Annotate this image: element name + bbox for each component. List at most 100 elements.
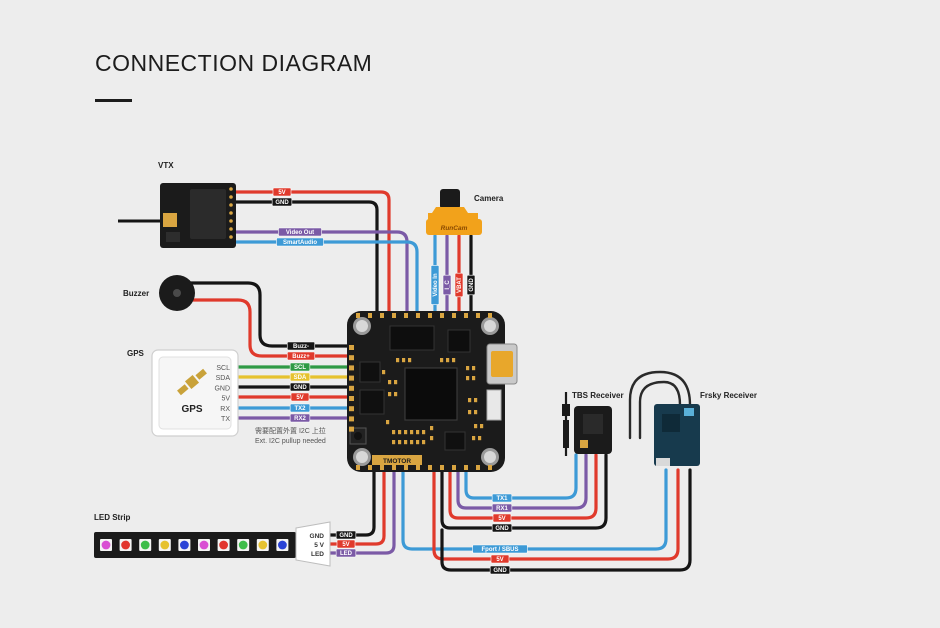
fc-smd-component (474, 410, 478, 415)
led-pixel-light (180, 540, 189, 550)
gps-pin-scl: SCL (216, 365, 230, 372)
camera: RunCam (426, 189, 482, 235)
wire-tag-led-5v: 5V (336, 539, 356, 549)
gps-logo-text: GPS (181, 404, 202, 415)
fc-pad (464, 313, 468, 318)
fc-pad (440, 465, 444, 470)
camera-label: Camera (474, 194, 504, 203)
fc-smd-component (404, 430, 408, 435)
fc-smd-component (446, 358, 450, 363)
fc-pad (349, 365, 354, 371)
wire-tag-vtx-video: Video Out (278, 227, 322, 237)
svg-text:Video In: Video In (433, 273, 439, 297)
wire-tag-frsky-5v: 5V (490, 554, 510, 564)
wire-tbs-tx1 (464, 453, 578, 500)
fc-smd-component (452, 358, 456, 363)
fc-smd-component (474, 424, 478, 429)
svg-text:GND: GND (495, 526, 509, 532)
fc-smd-component (468, 398, 472, 403)
led-pixel-light (140, 540, 150, 550)
fc-smd-component (468, 410, 472, 415)
svg-text:GND: GND (469, 278, 475, 292)
wire-tag-cam-ic: I_C (442, 274, 452, 296)
gps-note-cn: 需要配置外置 I2C 上拉 (255, 426, 326, 435)
wire-tag-frsky-gnd: GND (489, 565, 511, 575)
fc-smd-component (466, 366, 470, 371)
gps-label: GPS (127, 349, 145, 358)
fc-smd-component (386, 420, 390, 425)
fc-pad (368, 465, 372, 470)
fc-pad (356, 313, 360, 318)
led-pixel-light (258, 540, 268, 550)
fc-pad (392, 465, 396, 470)
wire-led-led (328, 470, 396, 555)
wire-led-5v (328, 470, 386, 546)
page-title: CONNECTION DIAGRAM (95, 50, 373, 76)
fc-smd-component (416, 430, 420, 435)
tbs-receiver (562, 392, 612, 456)
frsky-antenna-left (628, 370, 692, 440)
wire-tag-buzz-minus: Buzz- (286, 341, 316, 351)
gps-pin-5v: 5V (221, 396, 230, 403)
wire-tag-led-gnd: GND (335, 530, 357, 540)
led-pixel-light (160, 540, 170, 550)
fc-smd-component (388, 392, 392, 397)
wire-frsky-sbus (401, 468, 668, 551)
led-pixel-light (278, 540, 287, 550)
svg-text:Video Out: Video Out (286, 230, 314, 236)
fc-pad (349, 426, 354, 432)
fc-pad (349, 345, 354, 350)
gps-pin-rx: RX (220, 406, 230, 413)
fc-smd-component (474, 398, 478, 403)
wire-tbs-rx1 (456, 453, 588, 510)
vtx-label: VTX (158, 161, 174, 170)
svg-text:Buzz+: Buzz+ (292, 354, 310, 360)
gps-pin-gnd: GND (214, 385, 230, 392)
camera-brand: RunCam (441, 225, 468, 232)
wire-frsky-gnd (440, 468, 692, 572)
wire-tag-tbs-rx1: RX1 (491, 503, 513, 513)
wire-tag-cam-vbat: VBAT (454, 272, 464, 298)
fc-smd-component (478, 436, 482, 441)
wire-tag-vtx-smartaudio: SmartAudio (276, 237, 324, 247)
wire-led-gnd (328, 470, 376, 537)
fc-pad (476, 313, 480, 318)
fc-smd-component (440, 358, 444, 363)
wire-tag-vtx-gnd: GND (271, 197, 293, 207)
wire-tag-tbs-gnd: GND (491, 523, 513, 533)
svg-text:SCL: SCL (294, 365, 306, 371)
svg-text:5V: 5V (296, 395, 303, 401)
led-pixel-light (101, 540, 111, 550)
svg-text:5V: 5V (342, 542, 349, 548)
fc-smd-component (430, 426, 434, 431)
svg-text:GND: GND (493, 568, 507, 574)
svg-text:SDA: SDA (294, 375, 307, 381)
wire-tbs-5v (448, 453, 598, 520)
fc-smd-component (404, 440, 408, 445)
vtx-module (118, 183, 236, 248)
wire-tag-tbs-5v: 5V (492, 513, 512, 523)
fc-pad (404, 313, 408, 318)
fc-smd-component (388, 380, 392, 385)
fc-smd-component (480, 424, 484, 429)
svg-text:5V: 5V (278, 190, 285, 196)
fc-smd-component (472, 366, 476, 371)
fc-pad (349, 416, 354, 422)
fc-smd-component (422, 430, 426, 435)
wire-tag-gps-sda: SDA (289, 372, 311, 382)
wire-tbs-gnd (440, 453, 608, 530)
fc-smd-component (394, 392, 398, 397)
wire-tag-gps-tx2: TX2 (289, 403, 311, 413)
led-connector-pin: LED (311, 551, 324, 558)
fc-smd-component (430, 436, 434, 441)
fc-smd-component (410, 440, 414, 445)
fc-smd-component (382, 370, 386, 375)
gps-note-en: Ext. I2C pullup needed (255, 438, 326, 445)
wire-tag-vtx-5v: 5V (272, 187, 292, 197)
fc-pad (380, 465, 384, 470)
frsky-label: Frsky Receiver (700, 391, 757, 400)
fc-pad (428, 465, 432, 470)
fc-smd-component (472, 436, 476, 441)
fc-pad (349, 375, 354, 381)
